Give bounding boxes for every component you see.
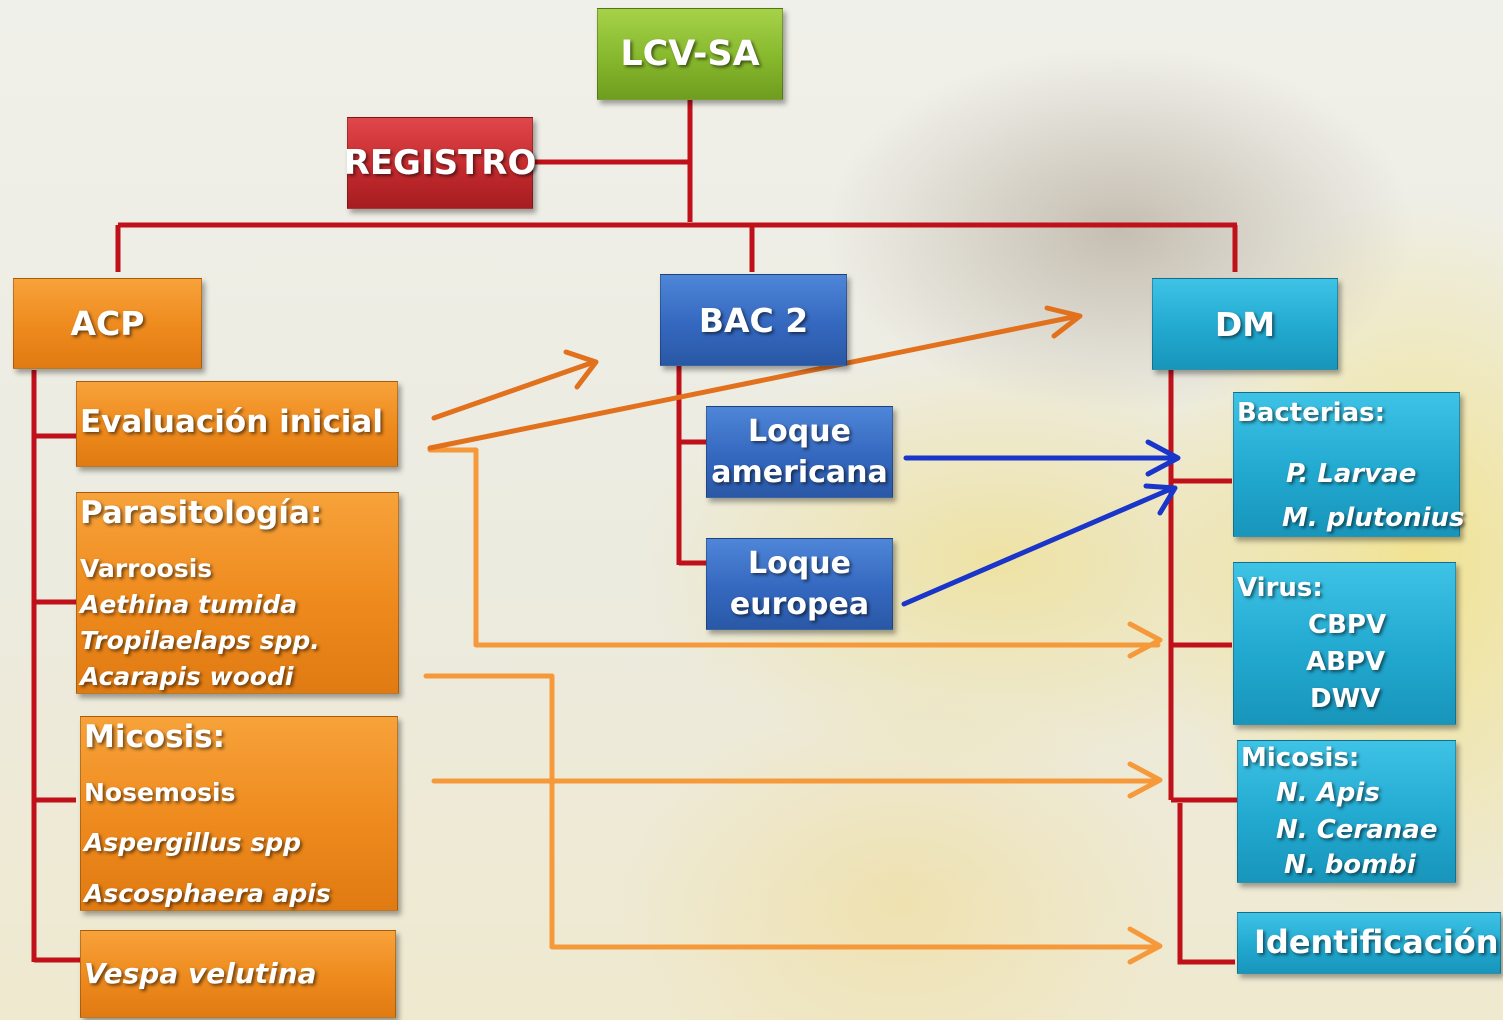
virus-title: Virus: — [1237, 573, 1323, 603]
connector-dm-identificacion — [1177, 803, 1235, 965]
arrowhead-dm — [1044, 305, 1083, 339]
micosis-dm-item: N. bombi — [1284, 850, 1416, 880]
micosis-dm-item: N. Apis — [1276, 778, 1380, 808]
micosis-acp-item: Nosemosis — [84, 778, 236, 807]
arrow-evaluacion-to-dm — [427, 313, 1081, 451]
identificacion-box: Identificación — [1237, 912, 1501, 974]
parasitologia-item: Tropilaelaps spp. — [80, 626, 320, 655]
registro-label: REGISTRO — [343, 143, 537, 183]
arrowhead-micosis — [1127, 761, 1163, 799]
dark-orange-arrows — [427, 305, 1083, 451]
parasitologia-title: Parasitología: — [80, 495, 323, 531]
arrow-europea-to-bacterias — [901, 485, 1176, 607]
micosis-acp-item: Aspergillus spp — [84, 828, 302, 857]
arrow-parasitologia-to-identificacion — [423, 673, 1161, 950]
lcv-sa-label: LCV-SA — [620, 34, 760, 74]
bacterias-item: P. Larvae — [1286, 459, 1417, 489]
micosis-acp-box: Micosis: Nosemosis Aspergillus spp Ascos… — [80, 716, 398, 911]
micosis-dm-title: Micosis: — [1241, 743, 1360, 773]
bacterias-item: M. plutonius — [1282, 503, 1465, 533]
arrowhead-bacterias-2 — [1143, 483, 1178, 516]
loque-europea-box: Loque europea — [706, 538, 893, 630]
arrowhead-identificacion — [1127, 926, 1163, 965]
registro-box: REGISTRO — [344, 117, 536, 209]
vespa-velutina-label: Vespa velutina — [84, 957, 317, 990]
parasitologia-item: Aethina tumida — [80, 590, 298, 619]
acp-box: ACP — [13, 278, 202, 369]
bacterias-title: Bacterias: — [1237, 398, 1385, 428]
bac2-label: BAC 2 — [698, 300, 809, 340]
virus-box: Virus: CBPV ABPV DWV — [1233, 562, 1456, 725]
dm-label: DM — [1214, 304, 1276, 344]
loque-americana-line: americana — [711, 455, 888, 490]
virus-item: ABPV — [1306, 647, 1386, 677]
parasitologia-box: Parasitología: Varroosis Aethina tumida … — [76, 492, 399, 694]
loque-europea-line: Loque — [748, 546, 851, 581]
virus-item: CBPV — [1308, 610, 1387, 640]
micosis-dm-box: Micosis: N. Apis N. Ceranae N. bombi — [1237, 740, 1456, 883]
loque-americana-box: Loque americana — [706, 406, 893, 498]
arrowhead-bacterias-1 — [1145, 439, 1181, 477]
dm-box: DM — [1152, 278, 1338, 370]
arrowhead-virus — [1127, 621, 1163, 659]
arrow-evaluacion-to-bac2 — [431, 359, 597, 421]
loque-europea-line: europea — [729, 587, 870, 622]
lcv-sa-box: LCV-SA — [597, 8, 783, 100]
arrowhead-bac2 — [563, 349, 599, 390]
micosis-acp-title: Micosis: — [84, 719, 226, 755]
vespa-velutina-box: Vespa velutina — [80, 930, 396, 1018]
evaluacion-inicial-label: Evaluación inicial — [80, 404, 383, 440]
virus-item: DWV — [1310, 684, 1381, 714]
orange-route-arrows — [423, 447, 1163, 965]
bacterias-box: Bacterias: P. Larvae M. plutonius — [1233, 392, 1465, 537]
evaluacion-inicial-box: Evaluación inicial — [76, 381, 398, 467]
parasitologia-item: Varroosis — [80, 554, 213, 583]
identificacion-label: Identificación — [1254, 923, 1499, 961]
micosis-dm-item: N. Ceranae — [1276, 815, 1438, 845]
loque-americana-line: Loque — [748, 414, 851, 449]
micosis-acp-item: Ascosphaera apis — [84, 879, 331, 908]
acp-label: ACP — [70, 304, 145, 343]
bac2-box: BAC 2 — [660, 274, 847, 366]
parasitologia-item: Acarapis woodi — [80, 662, 294, 691]
blue-arrows — [901, 439, 1181, 607]
arrow-evaluacion-to-virus — [427, 447, 1161, 648]
